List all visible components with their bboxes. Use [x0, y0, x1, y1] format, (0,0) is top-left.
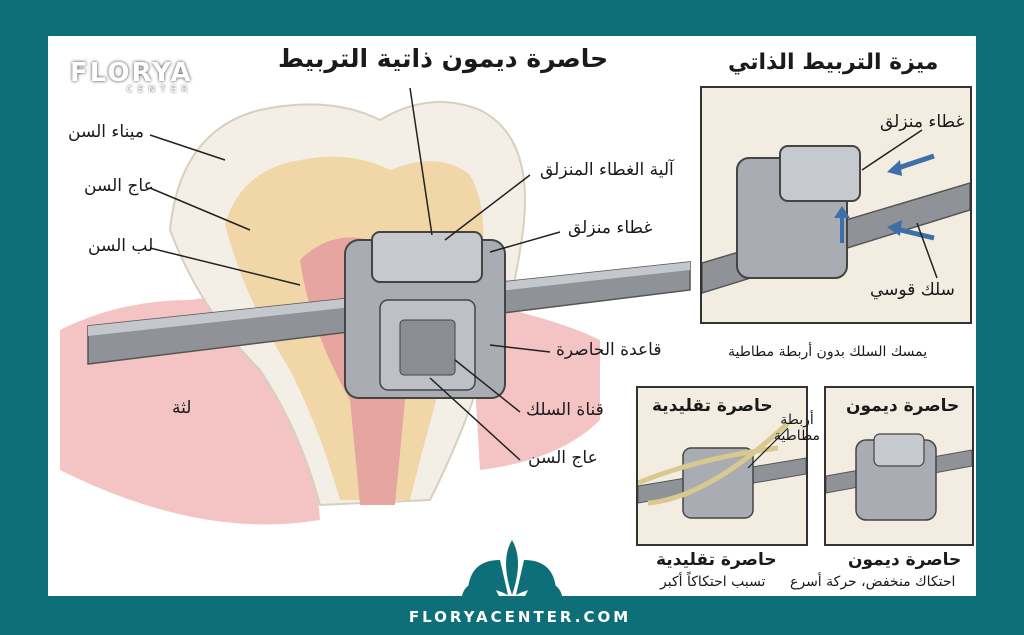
self-ligation-caption: يمسك السلك بدون أربطة مطاطية — [728, 344, 928, 360]
label-gum: لثة — [172, 398, 192, 418]
label-wire-slot: قناة السلك — [526, 400, 604, 420]
label-enamel: ميناء السن — [68, 122, 144, 142]
label-dentin-2: عاج السن — [528, 448, 598, 468]
inset-label-slide-cover: غطاء منزلق — [880, 112, 965, 132]
brand-sub: CENTER — [126, 85, 193, 95]
site-url[interactable]: FLORYACENTER.COM — [408, 608, 632, 626]
traditional-caption: تسبب احتكاكاً أكبر — [660, 574, 766, 590]
main-title: حاصرة ديمون ذاتية التربيط — [278, 44, 609, 73]
traditional-box-title: حاصرة تقليدية — [652, 396, 773, 416]
traditional-caption-title: حاصرة تقليدية — [656, 550, 777, 570]
label-bracket-base: قاعدة الحاصرة — [556, 340, 662, 360]
brand-logo: FLORYA CENTER — [70, 58, 193, 95]
brand-name: FLORYA — [70, 58, 193, 88]
damon-caption: احتكاك منخفض، حركة أسرع — [790, 574, 956, 590]
leader-lines — [149, 87, 561, 461]
bracket-slide — [371, 231, 483, 283]
traditional-bracket-box — [636, 386, 808, 546]
label-mechanism: آلية الغطاء المنزلق — [540, 160, 674, 180]
inset-label-archwire: سلك قوسي — [870, 280, 955, 300]
label-pulp: لب السن — [88, 236, 154, 256]
self-ligation-inset — [700, 86, 972, 324]
damon-bracket-box — [824, 386, 974, 546]
self-ligation-title: ميزة التربيط الذاتي — [728, 50, 939, 75]
damon-box-title: حاصرة ديمون — [846, 396, 960, 416]
label-slide-cover: غطاء منزلق — [568, 218, 653, 238]
damon-caption-title: حاصرة ديمون — [848, 550, 962, 570]
label-dentin: عاج السن — [84, 176, 154, 196]
elastic-label: أربطة مطاطية — [773, 412, 821, 444]
